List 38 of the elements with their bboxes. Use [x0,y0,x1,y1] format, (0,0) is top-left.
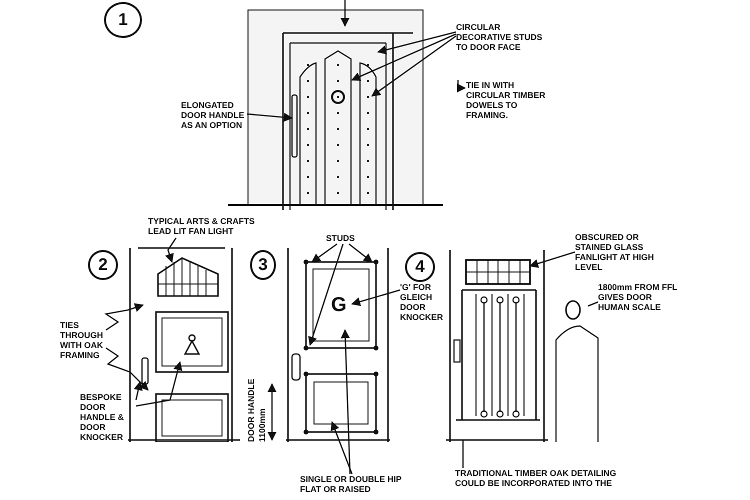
callout-number: 2 [88,250,118,280]
leader-line [104,303,144,331]
leader-line [588,301,598,307]
dimension-text: 1100mm [257,408,267,442]
leader-line [462,440,464,468]
leader-line [371,35,456,97]
leader-line [330,421,353,474]
annotation-text: OBSCURED OR STAINED GLASS FANLIGHT AT HIGH LEVEL [575,232,659,274]
annotation-text: TYPICAL ARTS & CRAFTS LEAD LIT FAN LIGHT [148,216,278,238]
annotation-text: TRADITIONAL TIMBER OAK DETAILING COULD BE INCORPORATED INTO THE [455,468,645,500]
annotation-text: STUDS [326,233,360,244]
leader-line [351,289,400,306]
annotation-text: ELONGATED DOOR HANDLE AS AN OPTION [181,100,247,132]
leader-line [246,112,293,122]
leader-line [529,251,576,268]
leader-line [377,31,456,54]
leader-line [340,329,351,474]
annotation-text: 'G' FOR GLEICH DOOR KNOCKER [400,282,448,334]
annotation-text: SINGLE OR DOUBLE HIP FLAT OR RAISED [300,474,412,496]
leader-line [340,0,350,27]
dimension-text: DOOR HANDLE [246,378,256,442]
leader-line [136,361,182,407]
annotation-text: 1800mm FROM FFL GIVES DOOR HUMAN SCALE [598,282,684,314]
annotation-text: TIE IN WITH CIRCULAR TIMBER DOWELS TO FRAMING. [466,80,546,120]
leader-line [308,244,344,346]
leader-line [106,347,149,391]
door-letter: G [331,293,349,317]
callout-number: 3 [250,250,276,280]
annotation-text: CIRCULAR DECORATIVE STUDS TO DOOR FACE [456,22,552,68]
callout-number: 1 [104,2,142,38]
annotation-text: TIES THROUGH WITH OAK FRAMING [60,320,106,362]
annotation-text: BESPOKE DOOR HANDLE & DOOR KNOCKER [80,392,136,444]
callout-number: 4 [405,252,435,282]
leader-line [351,33,456,81]
leader-line [165,238,177,263]
leader-line [134,381,143,400]
leader-line [348,243,373,263]
leader-line [311,243,338,263]
